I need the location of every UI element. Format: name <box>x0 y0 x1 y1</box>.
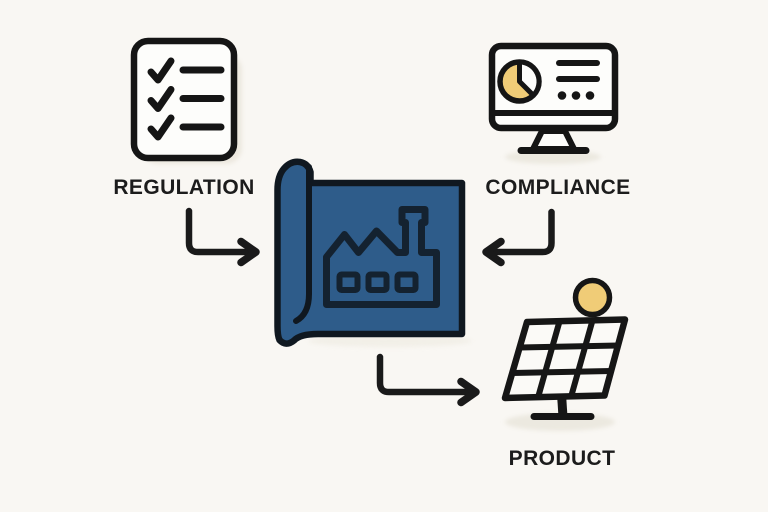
screen-dot <box>571 91 581 100</box>
regulation-label: REGULATION <box>113 176 255 199</box>
checkmark-icon <box>147 86 175 112</box>
panel-grid-line <box>519 342 619 351</box>
panel-grid-line <box>568 319 596 398</box>
pie-chart-wedge <box>517 59 542 98</box>
arrowhead-left-icon <box>482 237 505 267</box>
checklist-icon <box>130 37 238 162</box>
panel-grid-line <box>535 320 563 399</box>
checkmark-icon <box>147 57 175 84</box>
arrowhead-right-icon <box>457 377 480 407</box>
arrowhead-right-icon <box>237 237 260 267</box>
dashboard-monitor-icon <box>488 42 619 154</box>
compliance-label: COMPLIANCE <box>485 176 631 199</box>
arrow-compliance-to-blueprint <box>482 208 555 267</box>
screen-dot <box>557 91 567 100</box>
panel-grid-line <box>512 368 612 376</box>
factory-window <box>394 271 419 293</box>
factory-icon <box>323 206 440 308</box>
blueprint-shadow <box>308 335 472 347</box>
arrow-regulation-to-blueprint <box>185 207 260 267</box>
sun-icon <box>572 277 613 318</box>
blueprint-roll-edge <box>293 164 312 324</box>
panel-frame <box>501 316 629 402</box>
arrow-blueprint-to-product <box>376 353 480 407</box>
factory-window <box>336 271 361 293</box>
factory-window <box>365 271 390 293</box>
checkmark-icon <box>147 114 175 141</box>
solar-panel-icon <box>501 277 629 420</box>
factory-blueprint-icon <box>274 158 466 347</box>
monitor-stand <box>530 128 577 152</box>
screen-dot <box>585 91 595 100</box>
product-label: PRODUCT <box>508 447 616 470</box>
